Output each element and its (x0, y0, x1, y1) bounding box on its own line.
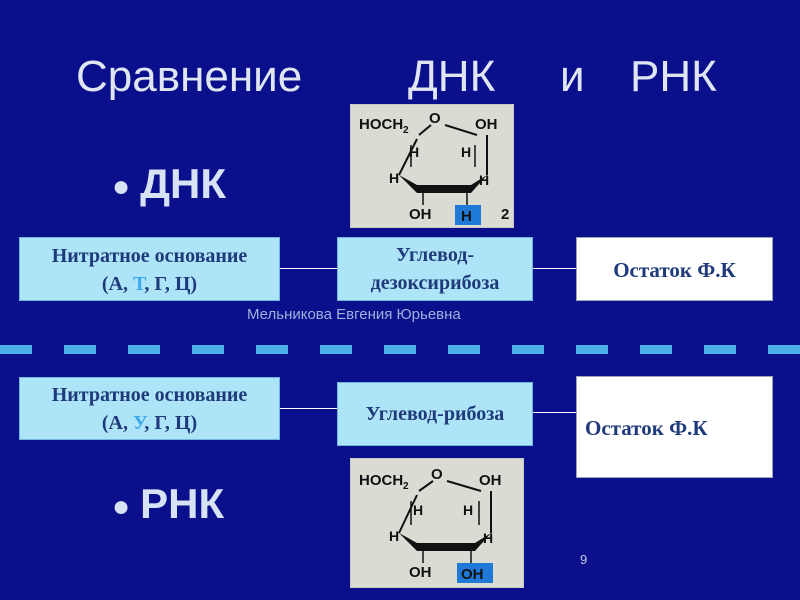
title-word-rna: РНК (630, 52, 717, 101)
mol-dna-h2: H (461, 144, 471, 160)
title-word-dna: ДНК (408, 52, 496, 101)
bullet-dna: ● ДНК (112, 160, 226, 208)
mol-dna-oh-right: OH (475, 116, 498, 133)
mol-rna-oh-right: OH (479, 472, 502, 489)
ribose-structure-image: HOCH 2 O OH H H H H OH OH (350, 458, 524, 588)
rna-phosphate-label: Остаток Ф.К (585, 416, 708, 440)
dna-base-box: Нитратное основание (А, Т, Г, Ц) (19, 237, 280, 301)
rna-base-title: Нитратное основание (51, 384, 248, 406)
mol-dna-hoch2: HOCH (359, 116, 403, 133)
bullet-dot-icon: ● (112, 169, 131, 203)
dna-sugar-line2: дезоксирибоза (370, 272, 500, 294)
mol-dna-ring-o: O (429, 110, 441, 127)
mol-rna-h3: H (389, 528, 399, 544)
dna-base-list: (А, Т, Г, Ц) (101, 273, 198, 295)
mol-rna-ring-o: O (431, 466, 443, 483)
dna-base-thymine: Т (133, 273, 145, 295)
rna-sugar-box: Углевод-рибоза (337, 382, 533, 446)
rna-base-list: (А, У, Г, Ц) (101, 412, 198, 434)
deoxyribose-structure-image: HOCH 2 O OH H H H H OH H 2 (350, 104, 514, 228)
connector-dna-1 (280, 268, 337, 269)
rna-base-box: Нитратное основание (А, У, Г, Ц) (19, 377, 280, 440)
rna-phosphate-box: Остаток Ф.К (576, 376, 773, 478)
bullet-rna: ● РНК (112, 480, 224, 528)
mol-dna-corner: 2 (501, 206, 509, 223)
bullet-rna-label: РНК (140, 480, 225, 527)
mol-dna-h4: H (479, 172, 489, 188)
bullet-dot-icon: ● (112, 489, 131, 523)
ribose-structure-svg: HOCH 2 O OH H H H H OH OH (359, 466, 502, 583)
connector-dna-2 (533, 268, 576, 269)
author-name: Мельникова Евгения Юрьевна (247, 306, 461, 323)
dna-base-title: Нитратное основание (51, 245, 248, 267)
mol-rna-h4: H (483, 530, 493, 546)
page-number: 9 (580, 552, 588, 567)
mol-rna-h2: H (463, 502, 473, 518)
mol-dna-bottom-h: H (461, 208, 472, 225)
mol-dna-bottom-oh: OH (409, 206, 432, 223)
slide-title: Сравнение ДНК и РНК (0, 52, 800, 108)
connector-rna-2 (533, 412, 576, 413)
mol-rna-hoch2: HOCH (359, 472, 403, 489)
deoxyribose-structure-svg: HOCH 2 O OH H H H H OH H 2 (359, 110, 509, 225)
rna-sugar-label: Углевод-рибоза (365, 403, 505, 425)
dna-phosphate-label: Остаток Ф.К (613, 258, 736, 282)
mol-rna-bottom-oh-left: OH (409, 564, 432, 581)
mol-dna-h1: H (409, 144, 419, 160)
mol-rna-h1: H (413, 502, 423, 518)
rna-base-uracil: У (133, 412, 145, 434)
mol-dna-h3: H (389, 170, 399, 186)
mol-rna-bottom-oh-right: OH (461, 566, 484, 583)
dna-sugar-box: Углевод- дезоксирибоза (337, 237, 533, 301)
dna-sugar-line1: Углевод- (395, 244, 475, 266)
connector-rna-1 (280, 408, 337, 409)
title-word-comparison: Сравнение (76, 52, 303, 101)
title-word-and: и (560, 52, 585, 101)
dna-phosphate-box: Остаток Ф.К (576, 237, 773, 301)
mol-dna-sub2: 2 (403, 125, 409, 136)
bullet-dna-label: ДНК (140, 160, 227, 207)
mol-rna-sub2: 2 (403, 481, 409, 492)
